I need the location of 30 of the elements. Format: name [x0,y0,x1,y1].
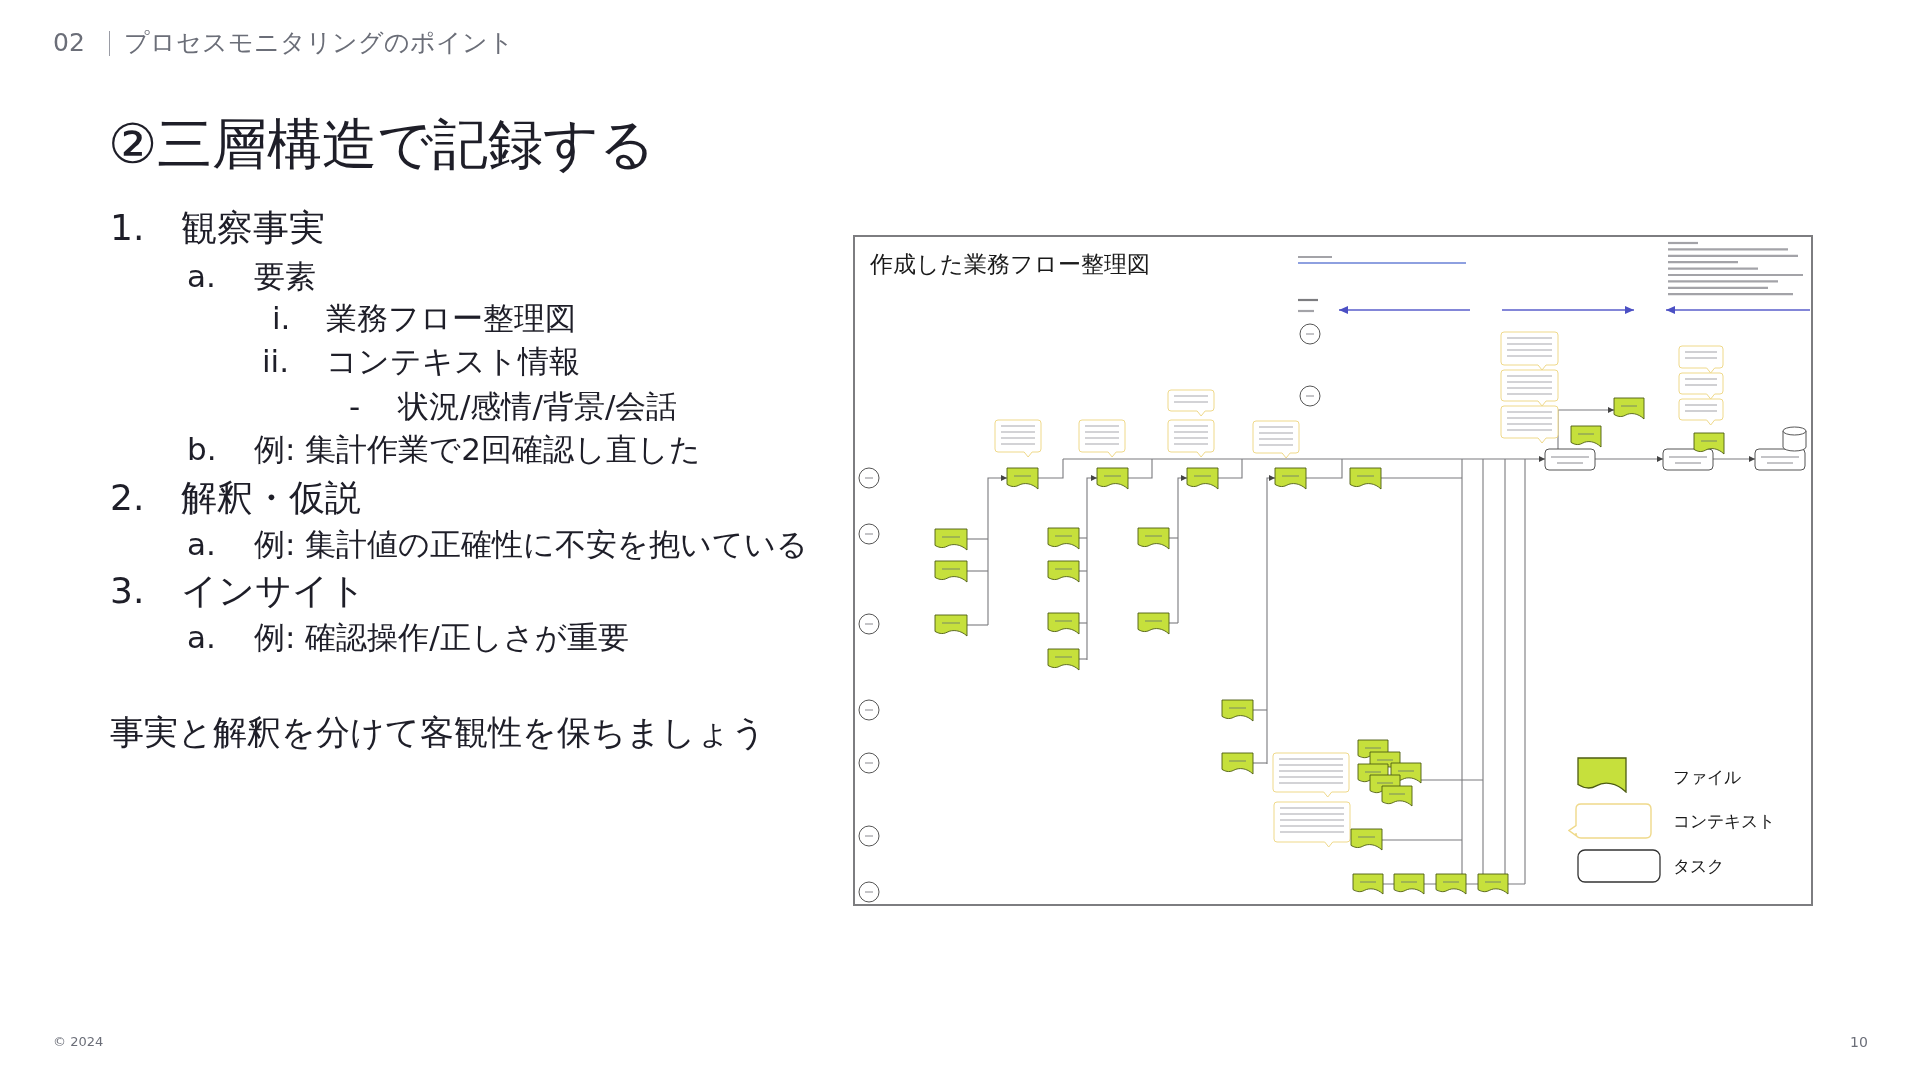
list-marker: ii. [262,341,290,381]
list-marker: a. [187,524,216,564]
page-number: 10 [1850,1032,1868,1052]
list-item-text: インサイト [181,568,366,613]
legend-label: タスク [1673,854,1724,878]
summary-text: 事実と解釈を分けて客観性を保ちましょう [110,710,766,754]
list-item-text: 解釈・仮説 [181,475,361,520]
copyright-text: © 2024 [53,1033,104,1051]
section-number: 02 [53,26,85,59]
list-marker: a. [187,256,216,296]
panel-title: 作成した業務フロー整理図 [870,250,1150,280]
list-item-text: 業務フロー整理図 [326,298,576,338]
list-marker: 3. [110,568,145,613]
list-item-text: 例: 集計作業で2回確認し直した [254,429,702,469]
list-marker: 1. [110,205,145,250]
list-item-text: 状況/感情/背景/会話 [398,386,678,426]
list-item-text: 例: 確認操作/正しさが重要 [254,617,629,657]
list-item-text: 要素 [254,256,316,296]
list-marker: 2. [110,475,145,520]
list-item-text: コンテキスト情報 [326,341,580,381]
section-heading: プロセスモニタリングのポイント [124,26,514,59]
legend-label: ファイル [1673,765,1741,789]
list-marker: b. [187,429,217,469]
list-item-text: 例: 集計値の正確性に不安を抱いている [254,524,809,564]
list-marker: i. [272,298,291,338]
list-marker: a. [187,617,216,657]
list-marker: - [349,386,361,426]
legend-label: コンテキスト [1673,809,1775,833]
slide-title: ②三層構造で記録する [108,111,656,179]
list-item-text: 観察事実 [181,205,325,250]
